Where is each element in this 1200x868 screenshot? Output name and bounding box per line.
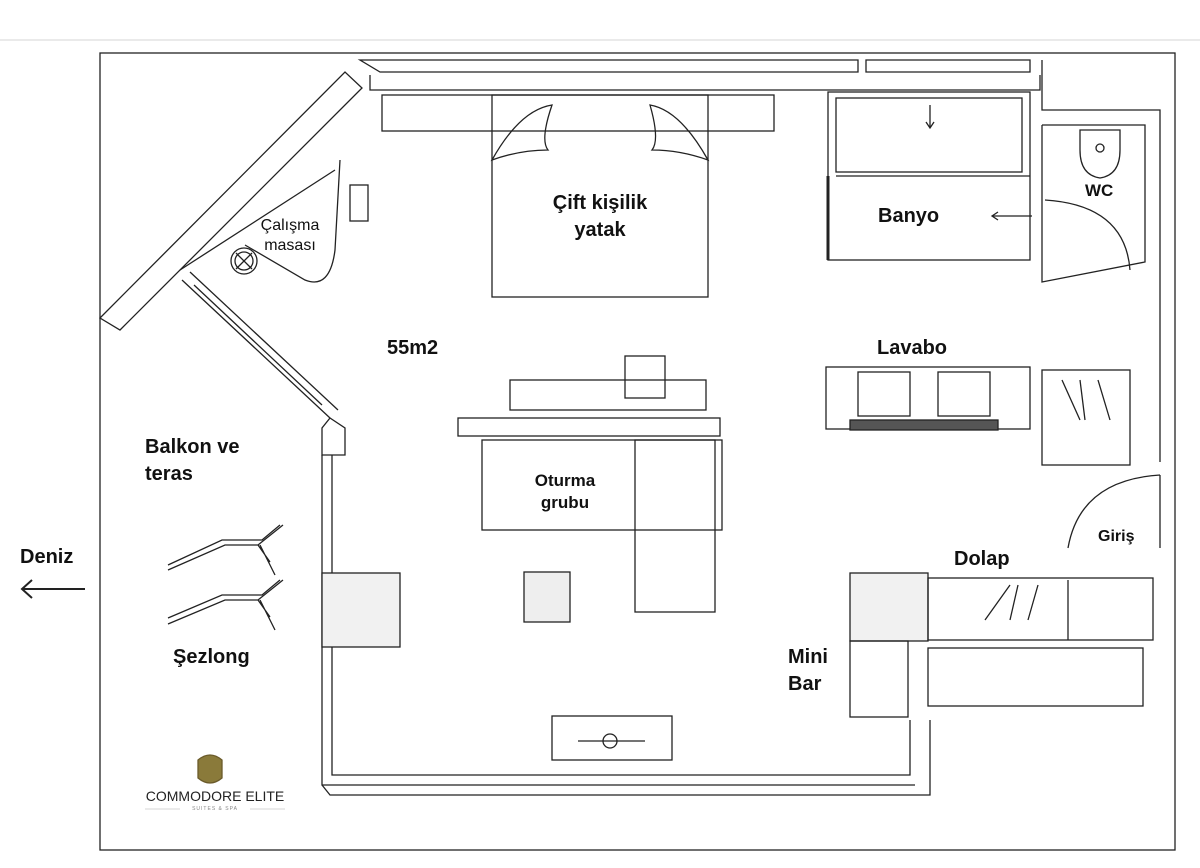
logo-name: COMMODORE ELITE: [145, 788, 285, 804]
label-entrance: Giriş: [1098, 528, 1135, 545]
label-bed-line1: Çift kişilik: [552, 192, 648, 214]
label-loungers: Şezlong: [173, 646, 250, 668]
label-sofa-line1: Oturma: [534, 471, 596, 490]
label-wc: WC: [1085, 181, 1114, 200]
entrance-door: [1067, 474, 1161, 549]
label-sofa: Oturma grubu: [515, 470, 615, 514]
window-left: [321, 455, 931, 796]
wall-diagonal: [98, 71, 363, 331]
wc-room: [1041, 60, 1161, 462]
label-area: 55m2: [387, 337, 439, 359]
minibar: [849, 640, 909, 718]
label-desk-line1: Çalışma: [260, 217, 320, 234]
wardrobe: [927, 577, 1154, 641]
label-desk: Çalışma masası: [250, 216, 330, 256]
sofa: [481, 439, 723, 531]
label-balcony: Balkon ve teras: [145, 434, 239, 488]
column-left: [321, 572, 401, 648]
window-diagonal: [181, 271, 339, 419]
label-balcony-line1: Balkon ve: [145, 436, 240, 458]
coffee-table: [523, 571, 571, 623]
label-sea: Deniz: [20, 546, 74, 568]
label-minibar-line1: Mini: [788, 646, 828, 668]
label-bed-line2: yatak: [574, 219, 626, 241]
label-bath: Banyo: [878, 205, 940, 227]
vanity: [551, 715, 673, 761]
label-bed: Çift kişilik yatak: [530, 190, 670, 244]
logo-crest: [197, 754, 223, 784]
column-right: [849, 572, 929, 642]
console: [457, 417, 721, 437]
label-wardrobe: Dolap: [954, 548, 1010, 570]
label-sofa-line2: grubu: [540, 493, 590, 512]
lounger: [167, 579, 284, 631]
label-desk-line2: masası: [264, 237, 316, 254]
label-balcony-line2: teras: [145, 463, 193, 485]
lounger: [167, 524, 284, 576]
sea-arrow-icon: [20, 579, 85, 599]
label-minibar-line2: Bar: [788, 673, 822, 695]
outer-boundary: [99, 52, 1176, 851]
wall-top: [357, 59, 1041, 91]
logo-sub: SUITES & SPA: [192, 806, 238, 812]
label-sink: Lavabo: [877, 337, 948, 359]
desk: [244, 159, 341, 283]
